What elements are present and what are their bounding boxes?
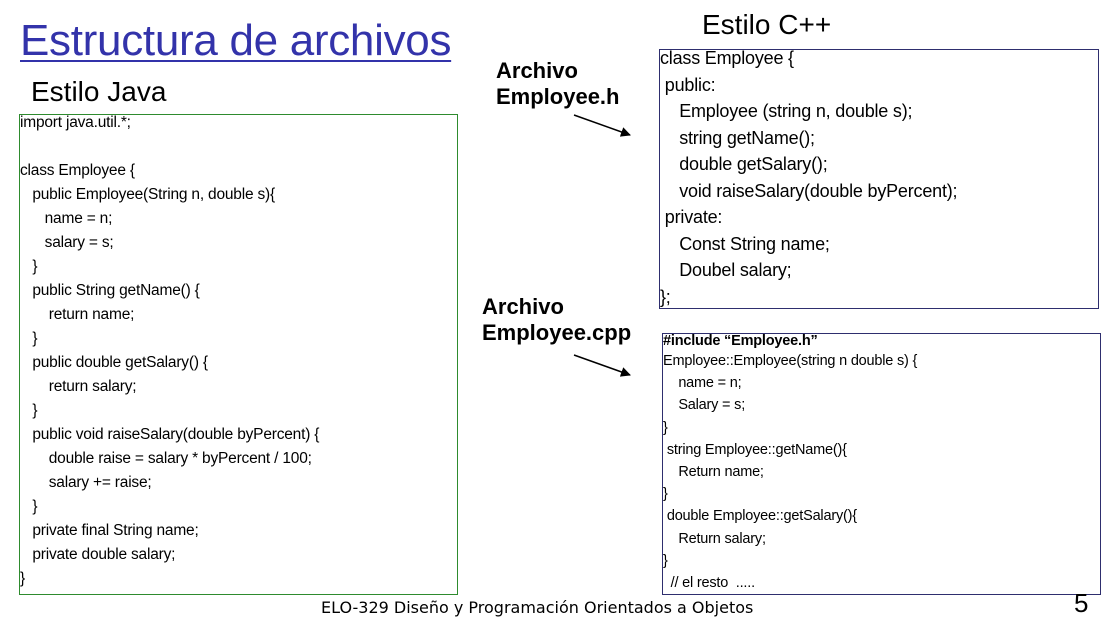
header-code-line: class Employee { [660,48,794,68]
header-code-line: string getName(); [660,127,815,148]
source-code-line: name = n; [663,375,742,392]
java-code-line: double raise = salary * byPercent / 100; [20,450,312,467]
java-code-line: return salary; [20,378,137,395]
source-file-label-line1: Archivo [482,294,564,319]
java-code-box: import java.util.*; class Employee { publ… [19,114,458,595]
source-code-box: #include “Employee.h” Employee::Employee… [662,333,1101,595]
java-code-line: } [20,258,38,275]
slide-title: Estructura de archivos [20,16,452,65]
header-file-label: Archivo Employee.h [496,58,619,110]
source-code-line: Return name; [663,464,764,480]
source-code-line: } [663,552,668,569]
include-line: #include “Employee.h” [663,333,818,349]
header-code-line: Doubel salary; [660,260,792,280]
header-file-label-line2: Employee.h [496,84,620,109]
java-code-line: public String getName() { [20,282,200,299]
java-code-line: } [20,570,25,587]
source-code-line: } [663,486,668,503]
source-code-line: string Employee::getName(){ [663,441,847,458]
source-code-line: Employee::Employee(string n double s) { [663,353,918,369]
java-code-line: return name; [20,306,135,323]
java-code-line: class Employee { [20,162,135,179]
java-code-line: } [20,330,38,347]
source-file-label-line2: Employee.cpp [482,320,632,345]
java-code-line: } [20,498,38,515]
java-style-heading: Estilo Java [31,76,167,107]
java-code-line: public Employee(String n, double s){ [20,186,275,203]
source-code-line: double Employee::getSalary(){ [663,508,857,525]
header-code-box: class Employee { public: Employee (strin… [659,48,1099,309]
cpp-style-heading: Estilo C++ [702,9,832,40]
footer-course-title: ELO-329 Diseño y Programación Orientados… [321,598,754,617]
header-code-line: private: [660,207,723,227]
page-number: 5 [1074,588,1089,618]
java-code-line: private final String name; [20,522,199,539]
source-code-line: Salary = s; [663,397,746,414]
java-code-line: name = n; [20,210,113,227]
header-code-line: Employee (string n, double s); [660,101,913,121]
header-code-line: double getSalary(); [660,154,828,174]
source-code-line: } [663,419,668,436]
java-code-line: public double getSalary() { [20,354,208,371]
java-code-line: public void raiseSalary(double byPercent… [20,426,320,443]
header-code-line: void raiseSalary(double byPercent); [660,180,958,201]
header-file-label-line1: Archivo [496,58,578,83]
java-code-line: import java.util.*; [20,114,131,131]
source-code-line: Return salary; [663,530,766,547]
java-code-line: private double salary; [20,546,176,563]
source-arrow-icon [573,354,631,377]
header-code-line: Const String name; [660,233,830,254]
source-file-label: Archivo Employee.cpp [482,294,631,346]
java-code-line: salary = s; [20,234,114,251]
header-arrow-icon [573,114,631,137]
header-code-line: public: [660,74,716,95]
source-code-line: // el resto ..... [663,575,755,591]
header-code-line: }; [660,286,671,307]
java-code-line: } [20,402,38,419]
java-code-line: salary += raise; [20,474,152,491]
